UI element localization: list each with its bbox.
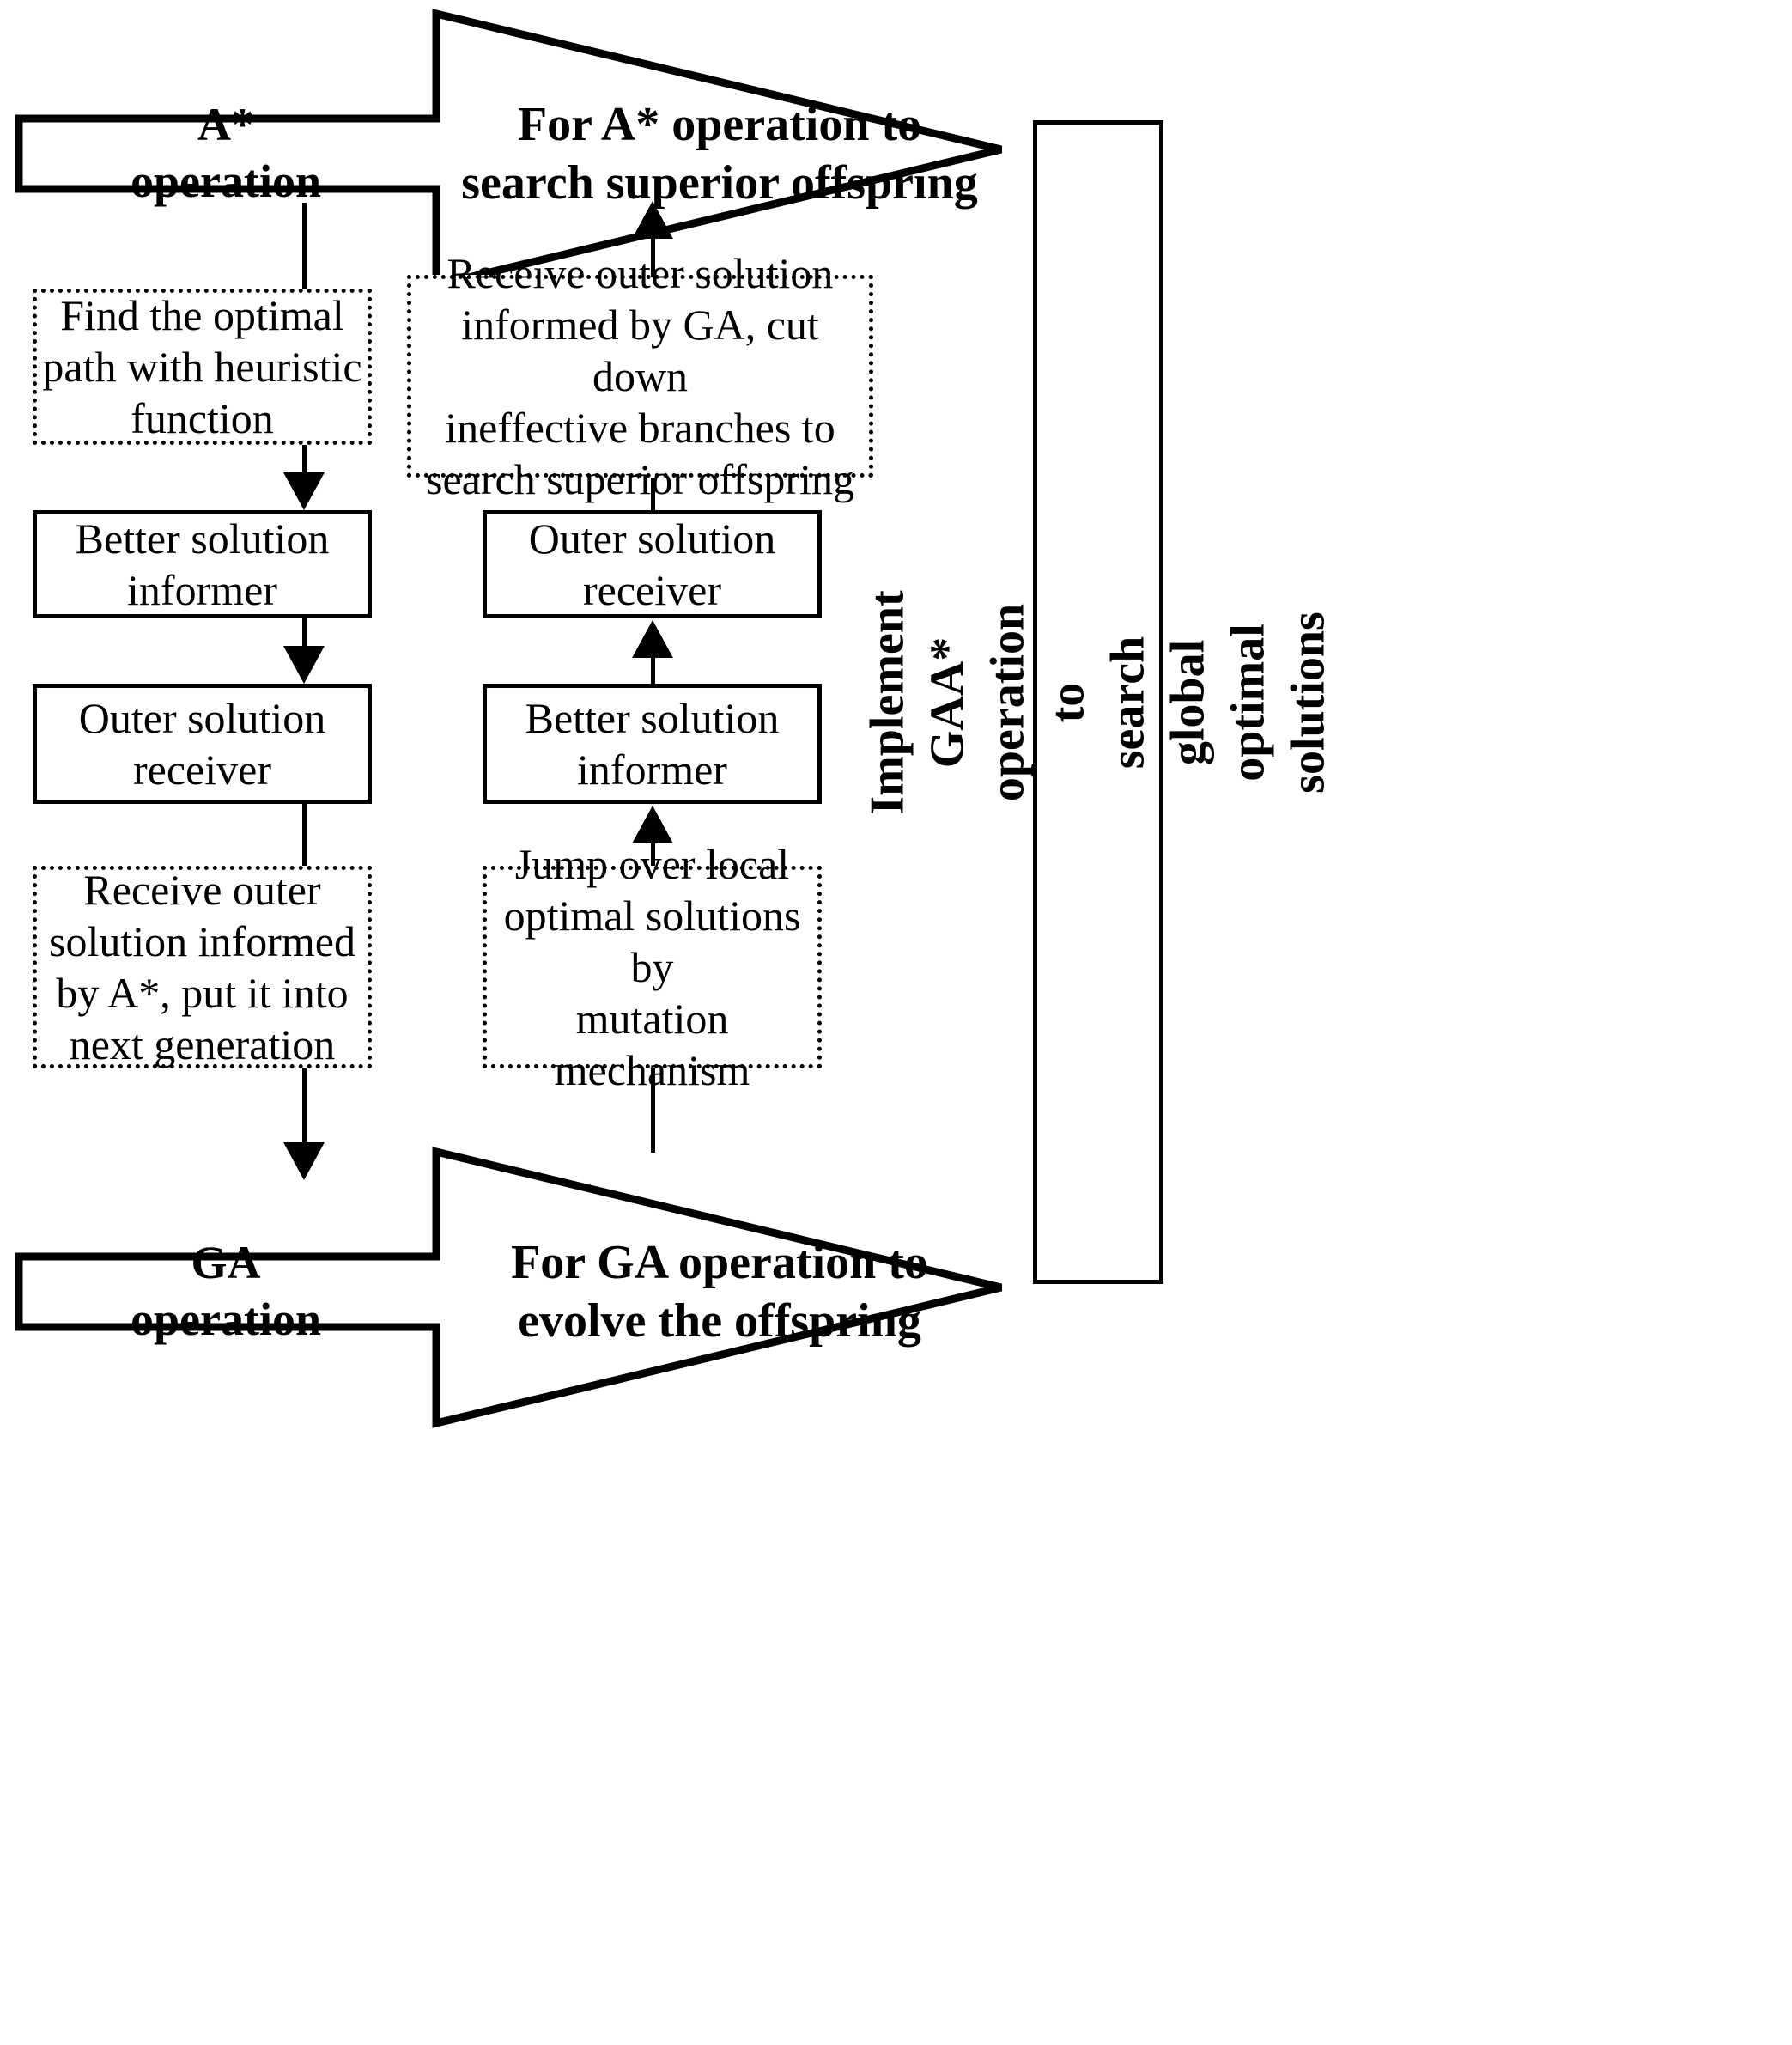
connector-receive-ga-to-astar-arrow xyxy=(651,237,655,277)
node-outer-solution-receiver-left-label: Outer solution receiver xyxy=(78,694,326,794)
astar-operation-arrow: A* operation For A* operation to search … xyxy=(15,9,1007,292)
node-better-solution-informer-left-label: Better solution informer xyxy=(75,514,330,614)
connector-receiver-mid-to-receive-ga xyxy=(651,478,655,514)
node-find-optimal-path-label: Find the optimal path with heuristic fun… xyxy=(42,291,362,442)
node-outer-solution-receiver-middle: Outer solution receiver xyxy=(483,510,822,618)
arrowhead-down-informer-left xyxy=(283,646,325,684)
connector-astar-to-find-path xyxy=(302,203,307,289)
gaa-star-summary-panel: Implement GAA* operation to search globa… xyxy=(861,120,1335,1284)
connector-find-path-to-informer xyxy=(302,445,307,490)
connector-jump-to-informer-middle xyxy=(651,842,655,871)
node-receive-outer-solution-astar: Receive outer solution informed by A*, p… xyxy=(33,866,372,1068)
arrowhead-up-receiver-middle xyxy=(632,620,673,658)
node-better-solution-informer-middle: Better solution informer xyxy=(483,684,822,804)
node-outer-solution-receiver-middle-label: Outer solution receiver xyxy=(528,514,776,614)
ga-operation-arrow: GA operation For GA operation to evolve … xyxy=(15,1147,1007,1430)
ga-operation-head-label: GA operation xyxy=(131,1237,321,1345)
node-jump-over-local-optima: Jump over local optimal solutions by mut… xyxy=(483,840,822,1094)
arrowhead-up-informer-middle xyxy=(632,806,673,843)
connector-receive-astar-to-ga-arrow xyxy=(302,1068,307,1153)
arrowhead-up-to-astar-arrow xyxy=(632,201,673,239)
node-jump-over-local-optima-label: Jump over local optimal solutions by mut… xyxy=(503,840,801,1094)
arrowhead-down-find-path xyxy=(283,472,325,510)
connector-receiver-to-receive-astar xyxy=(302,804,307,869)
ga-operation-body-label: For GA operation to evolve the offspring xyxy=(511,1235,928,1348)
astar-operation-body-label: For A* operation to search superior offs… xyxy=(461,97,978,210)
gaa-star-summary-label: Implement GAA* operation to search globa… xyxy=(861,589,1336,815)
node-receive-outer-solution-astar-label: Receive outer solution informed by A*, p… xyxy=(49,866,355,1068)
arrowhead-down-to-ga-arrow xyxy=(283,1142,325,1180)
connector-informer-to-receiver-left xyxy=(302,618,307,661)
node-receive-outer-solution-ga: Receive outer solution informed by GA, c… xyxy=(407,249,873,503)
node-receive-outer-solution-ga-label: Receive outer solution informed by GA, c… xyxy=(426,249,854,503)
connector-informer-mid-to-receiver-mid xyxy=(651,656,655,684)
node-outer-solution-receiver-left: Outer solution receiver xyxy=(33,684,372,804)
node-better-solution-informer-middle-label: Better solution informer xyxy=(525,694,780,794)
node-better-solution-informer-left: Better solution informer xyxy=(33,510,372,618)
astar-operation-head-label: A* operation xyxy=(131,99,321,207)
node-find-optimal-path: Find the optimal path with heuristic fun… xyxy=(33,289,372,445)
connector-ga-arrow-to-jump xyxy=(651,1068,655,1153)
